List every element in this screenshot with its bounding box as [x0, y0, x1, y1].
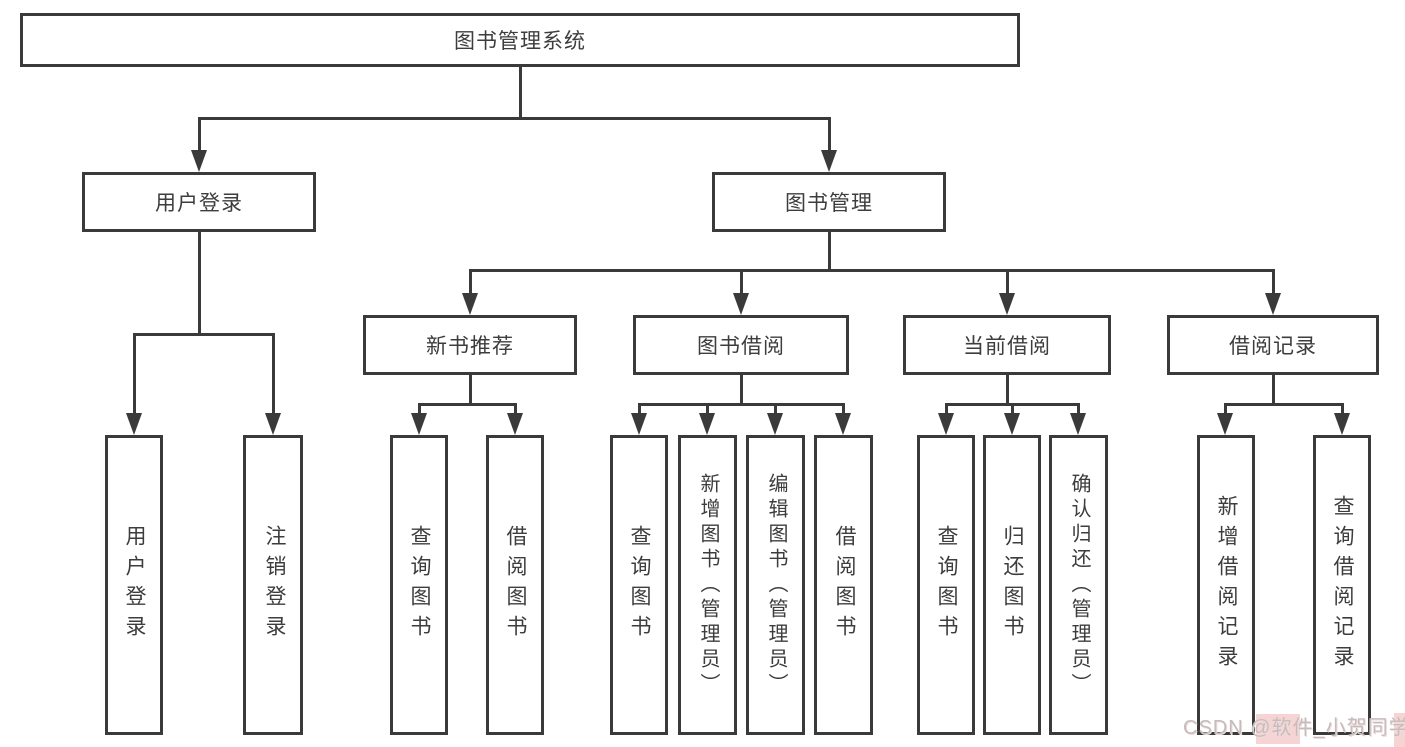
arrowhead-down-icon	[835, 413, 851, 435]
watermark-highlight	[1394, 713, 1405, 747]
connector-line	[945, 403, 948, 415]
arrowhead-down-icon	[699, 413, 715, 435]
connector-line	[740, 375, 743, 405]
leaf-bb-query-books: 查询图书	[610, 435, 668, 735]
connector-line	[1006, 269, 1009, 295]
leaf-cb-return-books: 归还图书	[983, 435, 1041, 735]
arrowhead-down-icon	[265, 413, 281, 435]
leaf-cb-confirm-return-admin: 确认归还（管理员）	[1049, 435, 1108, 735]
connector-line	[469, 375, 472, 405]
connector-line	[198, 117, 201, 152]
connector-line	[842, 403, 845, 415]
connector-line	[1272, 269, 1275, 295]
connector-line	[828, 232, 831, 272]
node-box-new-book-recommend: 新书推荐	[363, 315, 577, 375]
arrowhead-down-icon	[733, 293, 749, 315]
arrowhead-down-icon	[999, 293, 1015, 315]
leaf-bb-edit-books-admin: 编辑图书（管理员）	[746, 435, 805, 735]
connector-line	[133, 333, 275, 336]
arrowhead-down-icon	[1070, 413, 1086, 435]
connector-line	[1341, 403, 1344, 415]
node-box-current-borrowing: 当前借阅	[903, 315, 1111, 375]
node-box-user-login: 用户登录	[82, 172, 316, 232]
arrowhead-down-icon	[1004, 413, 1020, 435]
leaf-nbr-query-books: 查询图书	[390, 435, 448, 735]
leaf-cb-query-books: 查询图书	[917, 435, 975, 735]
arrowhead-down-icon	[191, 150, 207, 172]
node-box-root: 图书管理系统	[20, 13, 1020, 67]
leaf-bb-borrow-books: 借阅图书	[814, 435, 873, 735]
connector-line	[514, 403, 517, 415]
arrowhead-down-icon	[462, 293, 478, 315]
connector-line	[774, 403, 777, 415]
connector-line	[198, 232, 201, 335]
connector-line	[706, 403, 709, 415]
connector-line	[740, 269, 743, 295]
arrowhead-down-icon	[507, 413, 523, 435]
connector-line	[1011, 403, 1014, 415]
connector-line	[272, 333, 275, 415]
arrowhead-down-icon	[126, 413, 142, 435]
connector-line	[469, 269, 1275, 272]
connector-line	[1272, 375, 1275, 405]
leaf-nbr-borrow-books: 借阅图书	[486, 435, 544, 735]
connector-line	[1224, 403, 1344, 406]
connector-line	[828, 117, 831, 152]
connector-line	[638, 403, 641, 415]
arrowhead-down-icon	[938, 413, 954, 435]
arrowhead-down-icon	[411, 413, 427, 435]
connector-line	[519, 67, 522, 119]
arrowhead-down-icon	[821, 150, 837, 172]
connector-line	[469, 269, 472, 295]
connector-line	[1006, 375, 1009, 405]
leaf-logout: 注销登录	[243, 435, 303, 735]
leaf-bb-add-books-admin: 新增图书（管理员）	[678, 435, 737, 735]
watermark: CSDN @软件_小贺同学	[1183, 717, 1405, 739]
connector-line	[198, 117, 831, 120]
connector-line	[1224, 403, 1227, 415]
leaf-user-login: 用户登录	[105, 435, 163, 735]
arrowhead-down-icon	[1217, 413, 1233, 435]
arrowhead-down-icon	[1265, 293, 1281, 315]
connector-line	[133, 333, 136, 415]
watermark-highlight	[1256, 714, 1300, 744]
connector-line	[418, 403, 421, 415]
arrowhead-down-icon	[767, 413, 783, 435]
leaf-br-add-record: 新增借阅记录	[1197, 435, 1255, 735]
arrowhead-down-icon	[1334, 413, 1350, 435]
node-box-borrowing-records: 借阅记录	[1167, 315, 1379, 375]
connector-line	[638, 403, 845, 406]
connector-line	[418, 403, 517, 406]
connector-line	[1077, 403, 1080, 415]
node-box-book-borrowing: 图书借阅	[633, 315, 849, 375]
arrowhead-down-icon	[631, 413, 647, 435]
node-box-book-management: 图书管理	[712, 172, 946, 232]
leaf-br-query-record: 查询借阅记录	[1313, 435, 1371, 735]
